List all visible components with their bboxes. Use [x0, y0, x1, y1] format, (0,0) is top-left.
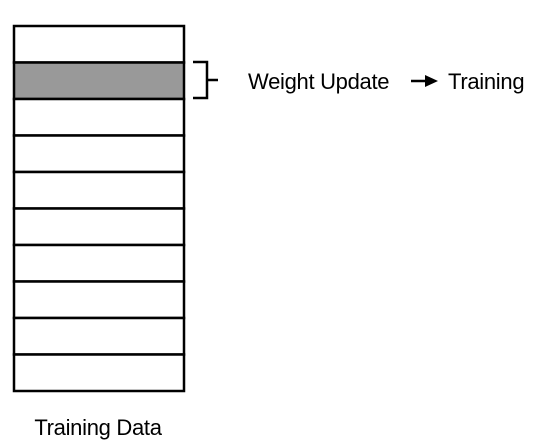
training-data-row [12, 207, 186, 247]
training-data-table [12, 24, 186, 393]
training-data-row [12, 243, 186, 283]
training-data-row [12, 353, 186, 393]
training-data-row [12, 280, 186, 320]
training-label: Training [448, 69, 524, 94]
weight-update-label: Weight Update [248, 69, 389, 94]
training-data-row [12, 97, 186, 137]
training-data-row-highlighted [12, 61, 186, 101]
training-data-row [12, 316, 186, 356]
training-data-row [12, 24, 186, 64]
right-arrow-icon [411, 75, 438, 87]
training-data-row [12, 134, 186, 174]
training-data-row [12, 170, 186, 210]
training-data-caption: Training Data [34, 415, 162, 440]
batch-bracket [193, 60, 218, 100]
